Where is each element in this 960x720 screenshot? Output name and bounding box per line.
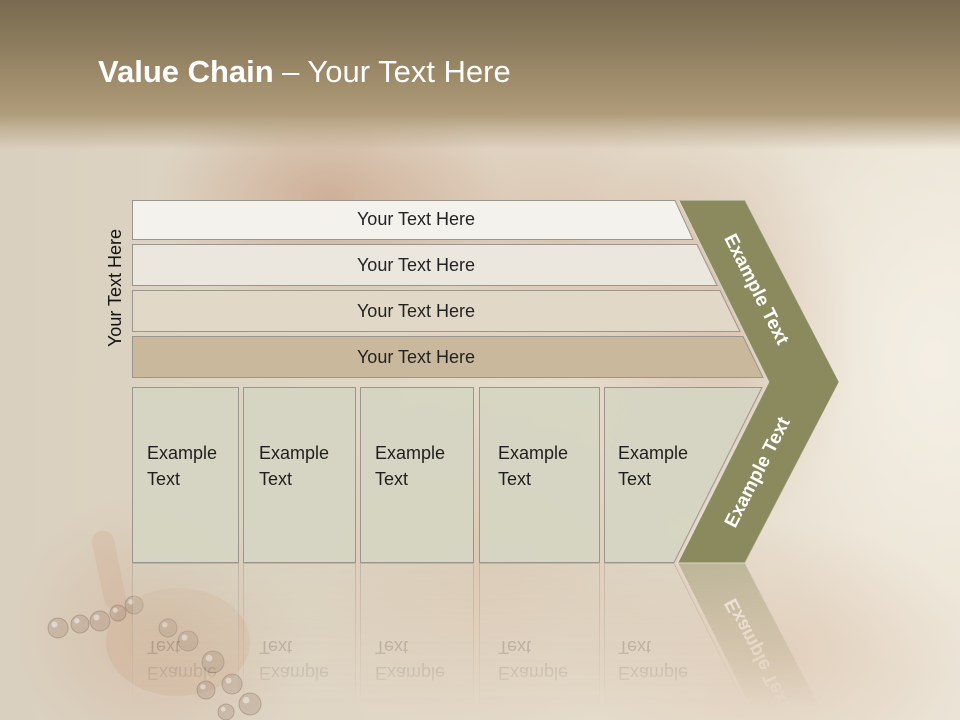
header-band (0, 0, 960, 150)
bead (177, 630, 199, 652)
bead-highlight (93, 614, 100, 621)
bead (196, 680, 216, 700)
bead-highlight (74, 618, 80, 624)
bead-highlight (181, 634, 188, 641)
column-box-5 (604, 387, 763, 563)
column-box-3 (360, 387, 474, 563)
support-activities-diagram: Your Text Here Your Text Here Your Text … (132, 200, 840, 382)
bead-highlight (51, 621, 58, 628)
row-bar-4 (132, 336, 764, 378)
bead-highlight (205, 654, 213, 662)
bead-highlight (200, 684, 206, 690)
slide-title: Value Chain– Your Text Here (98, 54, 511, 90)
column-box-4 (479, 387, 600, 563)
row-bar-1 (132, 200, 694, 240)
column-label-5: Example Text (618, 443, 689, 489)
chevron-upper-arm (679, 200, 839, 382)
row-label-2: Your Text Here (357, 255, 475, 275)
bead-highlight (242, 696, 250, 704)
beads-group (47, 595, 262, 720)
bead (47, 617, 69, 639)
chevron-lower-outline (677, 382, 840, 563)
bead-highlight (112, 607, 118, 613)
column-box-1 (132, 387, 239, 563)
chevron-upper-outline (678, 200, 840, 382)
row-label-1: Your Text Here (357, 209, 475, 229)
bead (89, 610, 111, 632)
column-label-4: Example Text (498, 443, 569, 489)
row-bar-3 (132, 290, 741, 332)
row-label-4: Your Text Here (357, 347, 475, 367)
bead (221, 673, 243, 695)
bead-highlight (128, 599, 134, 605)
row-label-3: Your Text Here (357, 301, 475, 321)
bead (217, 703, 235, 720)
bead-highlight (162, 622, 168, 628)
slide-title-rest: – Your Text Here (282, 54, 511, 89)
bead (109, 604, 127, 622)
primary-activities-section: Example Text Example Text Example Text E… (0, 382, 960, 563)
slide-title-bold: Value Chain (98, 54, 274, 89)
bead-highlight (220, 706, 226, 712)
bead (124, 595, 144, 615)
bead (158, 618, 178, 638)
column-label-1: Example Text (147, 443, 218, 489)
bead-highlight (225, 677, 232, 684)
hand-shape (106, 588, 250, 696)
bead (238, 692, 262, 716)
bead-bracelet-decoration (47, 530, 262, 720)
bead (70, 614, 90, 634)
column-label-2: Example Text (259, 443, 330, 489)
column-box-2 (243, 387, 356, 563)
bead (201, 650, 225, 674)
column-label-3: Example Text (375, 443, 446, 489)
finger-shape (91, 530, 127, 610)
row-bar-2 (132, 244, 718, 286)
primary-activities-diagram: Example Text (132, 382, 840, 563)
chevron-lower-arm (678, 382, 839, 563)
